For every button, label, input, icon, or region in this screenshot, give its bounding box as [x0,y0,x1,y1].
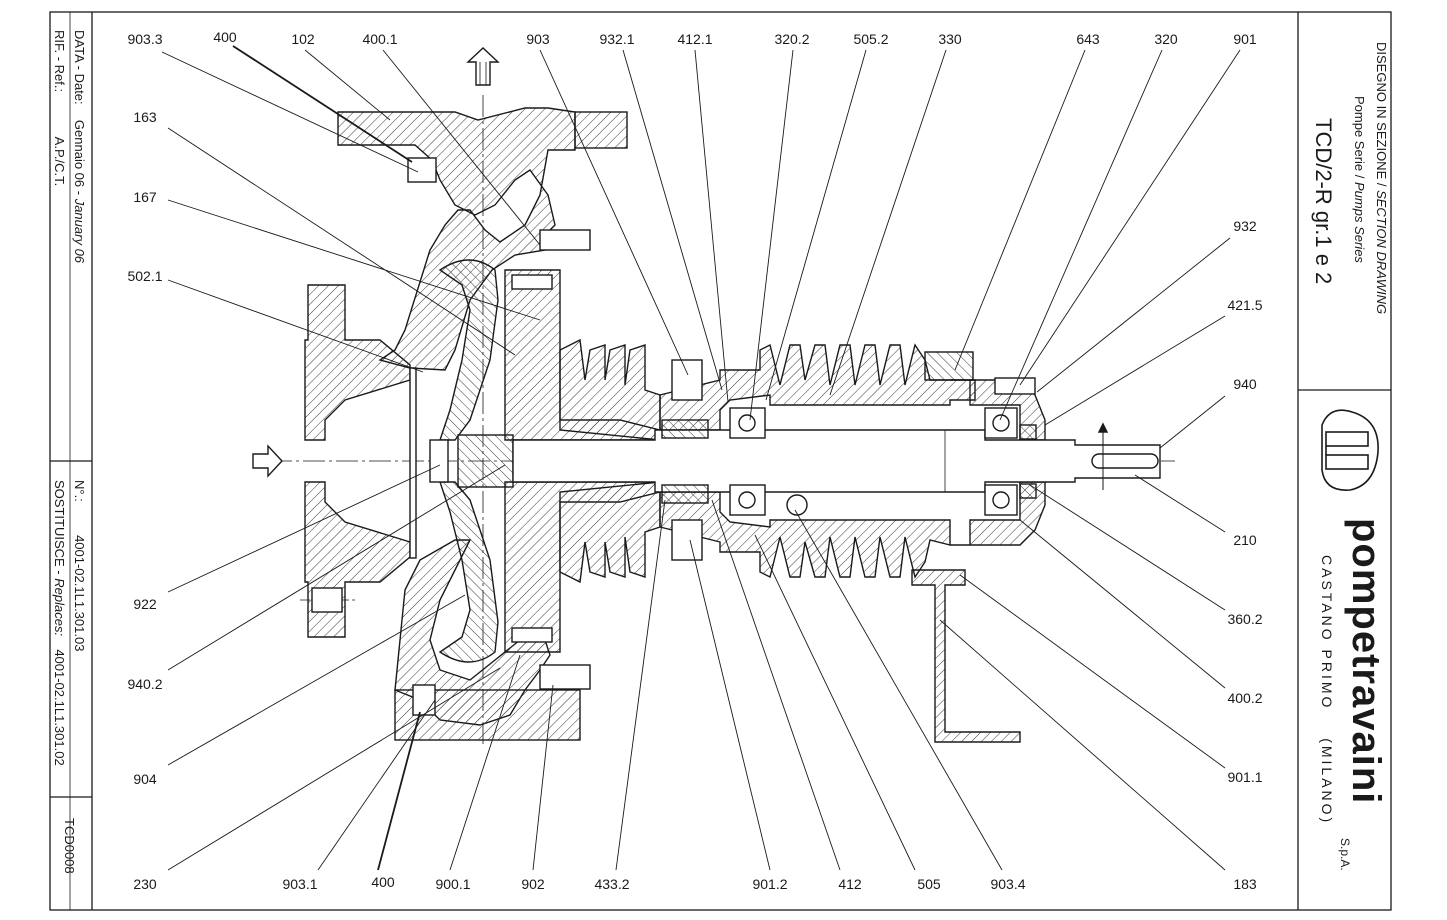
company-suffix-text: S.p.A. [1338,838,1352,871]
title-en: SECTION DRAWING [1374,190,1389,315]
part-label: 643 [1076,31,1100,47]
part-labels-right: 932 421.5 940 210 360.2 400.2 901.1 183 [1227,218,1262,892]
replaces-field: SOSTITUISCE - Replaces: 4001-02.1L1.301.… [52,480,67,766]
part-labels-bottom: 903.1 400 900.1 902 433.2 901.2 412 505 … [282,874,1025,892]
part-label: 940 [1233,376,1257,392]
part-label: 505.2 [853,31,888,47]
drawing-frame [49,11,1392,911]
part-label: 330 [938,31,962,47]
company-city: CASTANO PRIMO (MILANO) [1319,555,1335,825]
replaces-value: 4001-02.1L1.301.02 [52,649,67,766]
part-label: 421.5 [1227,297,1262,313]
company-wordmark: pompetravaini [1344,518,1388,805]
part-label: 412.1 [677,31,712,47]
title-it: DISEGNO IN SEZIONE / [1374,42,1389,187]
title-line-2: Pompe Serie / Pumps Series [1352,96,1367,263]
city-text: CASTANO PRIMO [1319,555,1335,711]
part-label: 102 [291,31,315,47]
leader-lines [161,45,1241,871]
part-label: 932.1 [599,31,634,47]
part-label: 900.1 [435,876,470,892]
part-label: 183 [1233,876,1257,892]
part-label: 360.2 [1227,611,1262,627]
part-label: 400.1 [362,31,397,47]
part-labels-top: 903.3 400 102 400.1 903 932.1 412.1 320.… [127,29,1256,47]
part-label: 904 [133,771,157,787]
part-label: 412 [838,876,862,892]
company-logo-icon [1321,409,1379,491]
replaces-label-en: Replaces: [52,578,67,637]
part-label: 903.1 [282,876,317,892]
company-name: pompetravaini [1343,518,1388,804]
number-value: 4001-02.1L1.301.03 [72,535,87,652]
part-label: 320.2 [774,31,809,47]
part-label: 901.2 [752,876,787,892]
part-labels-left: 163 167 502.1 922 940.2 904 230 [127,109,162,892]
reference-field: RIF. - Ref.: A.P./C.T. [52,30,67,186]
part-label: 400 [371,874,395,890]
number-label: N°.: [72,480,87,502]
part-label: 163 [133,109,157,125]
part-label: 903 [526,31,550,47]
series-it: Pompe Serie / [1352,96,1367,179]
part-label: 932 [1233,218,1257,234]
part-label: 901 [1233,31,1257,47]
number-field: N°.: 4001-02.1L1.301.03 [72,480,87,651]
part-label: 902 [521,876,545,892]
date-value: Gennaio 06 - [72,119,87,196]
company-suffix: S.p.A. [1338,838,1352,871]
part-label: 901.1 [1227,769,1262,785]
date-value-en: January 06 [72,198,87,264]
part-label: 400.2 [1227,690,1262,706]
province-text: (MILANO) [1319,738,1335,826]
model-title: TCD/2-R gr.1 e 2 [1310,118,1336,284]
date-field: DATA - Date: Gennaio 06 - January 06 [72,30,87,263]
part-label: 433.2 [594,876,629,892]
replaces-label: SOSTITUISCE - [52,480,67,575]
date-label: DATA - Date: [72,30,87,105]
drawing-code-value: TCD0008 [62,818,77,874]
part-label: 400 [213,29,237,45]
series-en: Pumps Series [1352,182,1367,263]
part-label: 505 [917,876,941,892]
model-name: TCD/2-R gr.1 e 2 [1311,118,1336,285]
part-label: 167 [133,189,157,205]
ref-label: RIF. - Ref.: [52,30,67,93]
part-label: 320 [1154,31,1178,47]
part-label: 903.4 [990,876,1025,892]
title-line-1: DISEGNO IN SEZIONE / SECTION DRAWING [1374,42,1389,314]
pump-section [252,47,1175,745]
part-label: 230 [133,876,157,892]
drawing-code: TCD0008 [62,818,77,874]
part-label: 903.3 [127,31,162,47]
ref-value: A.P./C.T. [52,136,67,187]
part-label: 502.1 [127,268,162,284]
part-label: 922 [133,596,157,612]
part-label: 210 [1233,532,1257,548]
part-label: 940.2 [127,676,162,692]
